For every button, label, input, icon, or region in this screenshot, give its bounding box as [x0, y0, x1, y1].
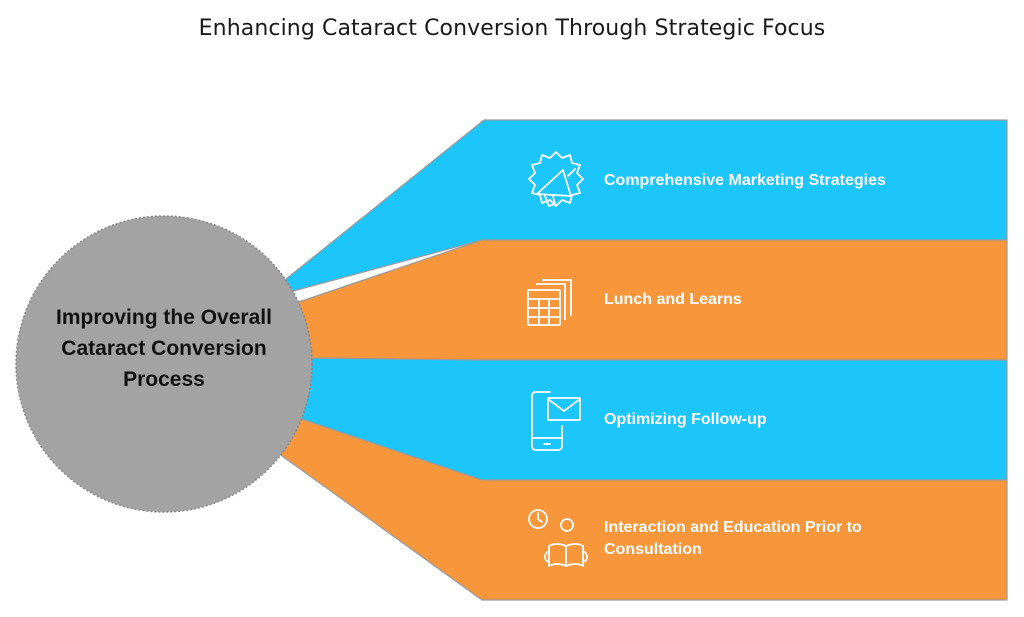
band-2-label: Lunch and Learns [604, 291, 742, 308]
calendar-grid-icon [527, 279, 572, 326]
clock-reader-icon [528, 509, 588, 567]
mobile-mail-icon [531, 391, 581, 451]
hub-circle [15, 215, 313, 513]
hub-label: Improving the Overall Cataract Conversio… [56, 306, 272, 391]
page-title: Enhancing Cataract Conversion Through St… [198, 16, 826, 41]
band-3-label: Optimizing Follow-up [604, 411, 767, 428]
megaphone-icon [528, 151, 584, 207]
band-4-label: Interaction and Education Prior to Consu… [604, 519, 862, 558]
band-1-label: Comprehensive Marketing Strategies [604, 172, 886, 189]
